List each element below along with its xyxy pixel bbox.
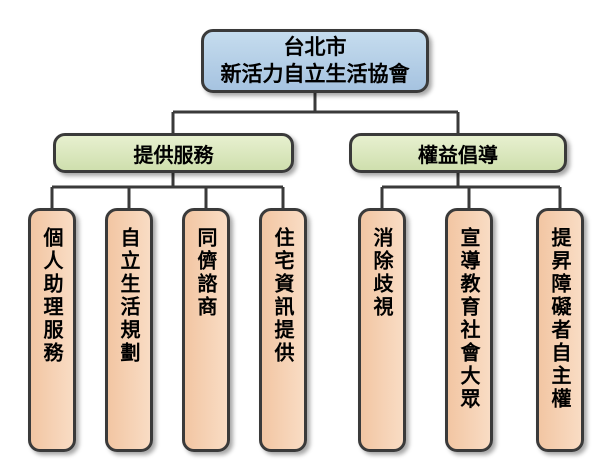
leaf-independent-living-planning: 自立生活規劃 — [105, 208, 153, 452]
root-node: 台北市 新活力自立生活協會 — [201, 29, 429, 93]
leaf-peer-counseling: 同儕諮商 — [182, 208, 230, 452]
leaf-eliminate-discrimination: 消除歧視 — [358, 208, 406, 452]
category-label: 提供服務 — [133, 142, 214, 167]
category-rights-advocacy: 權益倡導 — [349, 133, 567, 173]
leaf-label: 個人助理服務 — [40, 227, 64, 365]
leaf-label: 宣導教育社會大眾 — [457, 227, 481, 411]
leaf-label: 自立生活規劃 — [117, 227, 141, 365]
root-label: 台北市 新活力自立生活協會 — [220, 35, 410, 86]
leaf-public-education: 宣導教育社會大眾 — [445, 208, 493, 452]
leaf-label: 消除歧視 — [370, 227, 394, 319]
leaf-label: 住宅資訊提供 — [271, 227, 295, 365]
leaf-label: 提昇障礙者自主權 — [548, 227, 572, 411]
leaf-personal-assistant-service: 個人助理服務 — [28, 208, 76, 452]
category-provide-services: 提供服務 — [53, 133, 294, 173]
leaf-housing-information: 住宅資訊提供 — [259, 208, 307, 452]
leaf-label: 同儕諮商 — [194, 227, 218, 319]
leaf-self-determination: 提昇障礙者自主權 — [536, 208, 584, 452]
category-label: 權益倡導 — [418, 142, 498, 167]
